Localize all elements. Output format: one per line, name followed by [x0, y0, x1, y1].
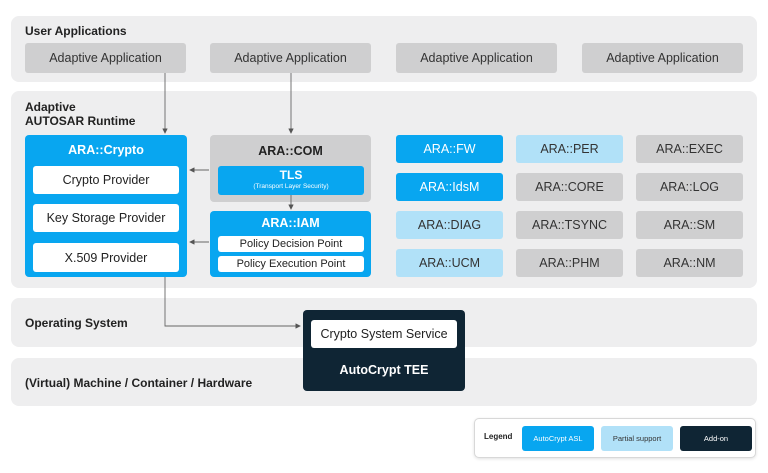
adaptive-application-1: Adaptive Application: [25, 43, 186, 73]
module-ara-log: ARA::LOG: [636, 173, 743, 201]
module-ara-exec: ARA::EXEC: [636, 135, 743, 163]
legend-partial-support: Partial support: [601, 426, 673, 451]
policy-execution-point: Policy Execution Point: [218, 256, 364, 272]
module-ara-sm: ARA::SM: [636, 211, 743, 239]
module-ara-tsync: ARA::TSYNC: [516, 211, 623, 239]
module-ara-diag: ARA::DIAG: [396, 211, 503, 239]
os-title: Operating System: [25, 316, 128, 330]
key-storage-provider: Key Storage Provider: [33, 204, 179, 232]
user-applications-title: User Applications: [25, 24, 127, 38]
autocrypt-tee-title: AutoCrypt TEE: [339, 363, 429, 377]
tls-subtitle: (Transport Layer Security): [253, 183, 329, 190]
crypto-provider: Crypto Provider: [33, 166, 179, 194]
machine-title: (Virtual) Machine / Container / Hardware: [25, 376, 253, 390]
legend-title: Legend: [484, 432, 513, 441]
module-ara-fw: ARA::FW: [396, 135, 503, 163]
adaptive-application-2: Adaptive Application: [210, 43, 371, 73]
module-ara-per: ARA::PER: [516, 135, 623, 163]
module-ara-nm: ARA::NM: [636, 249, 743, 277]
runtime-title-line1: Adaptive: [25, 100, 76, 114]
runtime-title-line2: AUTOSAR Runtime: [25, 114, 136, 128]
legend: Legend AutoCrypt ASL Partial support Add…: [474, 418, 756, 458]
x509-provider: X.509 Provider: [33, 243, 179, 272]
module-ara-phm: ARA::PHM: [516, 249, 623, 277]
crypto-system-service: Crypto System Service: [311, 320, 457, 348]
ara-crypto-title: ARA::Crypto: [68, 143, 144, 157]
tls-title: TLS: [279, 168, 303, 182]
ara-com-title: ARA::COM: [258, 144, 323, 158]
adaptive-application-4: Adaptive Application: [582, 43, 743, 73]
runtime-title: Adaptive AUTOSAR Runtime: [25, 100, 135, 128]
legend-add-on: Add-on: [680, 426, 752, 451]
adaptive-application-3: Adaptive Application: [396, 43, 557, 73]
policy-decision-point: Policy Decision Point: [218, 236, 364, 252]
module-ara-ucm: ARA::UCM: [396, 249, 503, 277]
ara-iam-title: ARA::IAM: [261, 216, 320, 230]
module-ara-core: ARA::CORE: [516, 173, 623, 201]
module-ara-idsm: ARA::IdsM: [396, 173, 503, 201]
legend-autocrypt-asl: AutoCrypt ASL: [522, 426, 594, 451]
tls-box: TLS (Transport Layer Security): [218, 166, 364, 195]
